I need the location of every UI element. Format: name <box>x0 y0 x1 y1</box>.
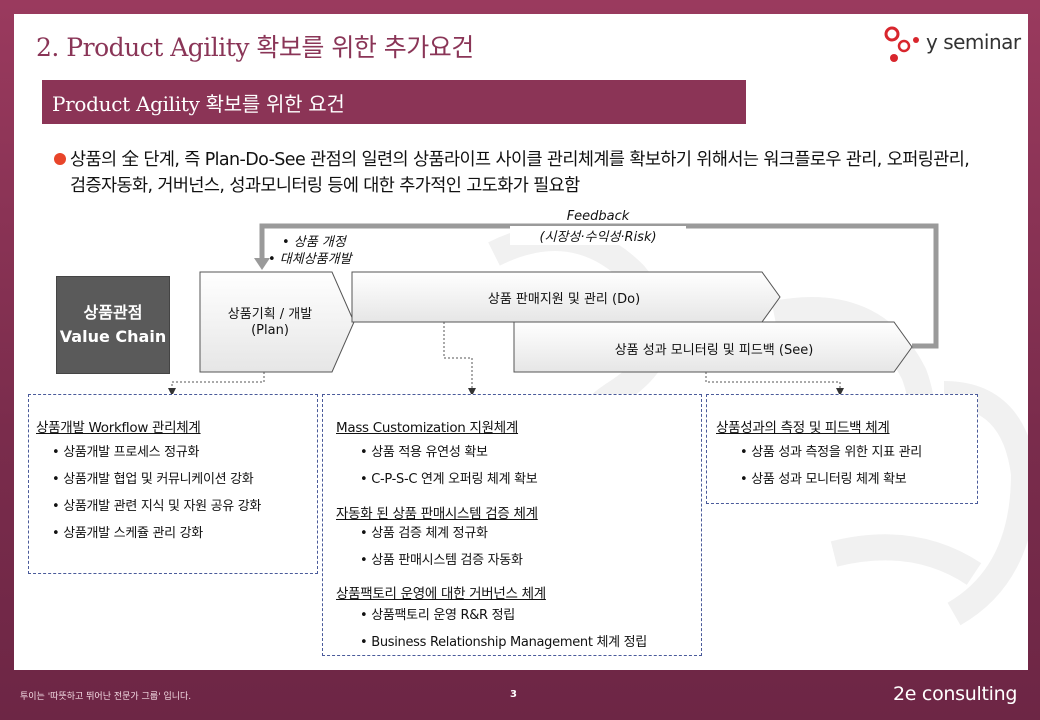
list-item: • 상품개발 스케쥴 관리 강화 <box>52 526 203 541</box>
red-circle-bullet-icon <box>54 153 66 165</box>
feedback-arrowhead <box>254 258 270 270</box>
intro-paragraph: 상품의 全 단계, 즉 Plan-Do-See 관점의 일련의 상품라이프 사이… <box>70 150 970 196</box>
see-panel-title: 상품성과의 측정 및 피드백 체계 <box>716 420 890 436</box>
list-item: • 상품 판매시스템 검증 자동화 <box>360 553 523 568</box>
page-number: 3 <box>510 689 517 700</box>
do-section-title: 자동화 된 상품 판매시스템 검증 체계 <box>336 506 538 522</box>
list-item: • 상품팩토리 운영 R&R 정립 <box>360 608 515 623</box>
do-panel <box>322 394 702 656</box>
footer-logo: 2e consulting <box>893 683 1018 705</box>
section-banner: Product Agility 확보를 위한 요건 <box>42 80 746 124</box>
list-item: • 상품 성과 모니터링 체계 확보 <box>740 472 907 487</box>
feedback-label: Feedback <box>566 209 630 224</box>
list-item: • 상품개발 프로세스 정규화 <box>52 445 200 460</box>
plan-panel-title: 상품개발 Workflow 관리체계 <box>36 420 201 436</box>
list-item: • C-P-S-C 연계 오퍼링 체계 확보 <box>360 472 538 487</box>
footer-tagline: 투이는 '따뜻하고 뛰어난 전문가 그룹' 입니다. <box>20 692 192 702</box>
see-label: 상품 성과 모니터링 및 피드백 (See) <box>614 343 814 358</box>
plan-label-2: (Plan) <box>251 323 289 338</box>
value-chain-line2: Value Chain <box>59 327 167 346</box>
loop-note-alternative: • 대체상품개발 <box>268 252 352 267</box>
plan-do-see-diagram <box>168 223 939 396</box>
see-connector <box>705 372 844 396</box>
list-item: • 상품개발 관련 지식 및 자원 공유 강화 <box>52 499 262 514</box>
list-item: • 상품개발 협업 및 커뮤니케이션 강화 <box>52 472 254 487</box>
loop-note-revision: • 상품 개정 <box>282 235 346 250</box>
slide: 2. Product Agility 확보를 위한 추가요건 y seminar… <box>14 14 1028 670</box>
see-panel <box>706 394 978 504</box>
do-section-title: Mass Customization 지원체계 <box>336 420 519 436</box>
page-title: 2. Product Agility 확보를 위한 추가요건 <box>36 33 474 62</box>
value-chain-box: 상품관점 Value Chain <box>56 276 170 374</box>
do-connector <box>443 322 476 396</box>
plan-panel <box>28 394 318 574</box>
do-chevron <box>351 271 781 323</box>
y-seminar-logo-icon <box>884 26 919 62</box>
list-item: • 상품 성과 측정을 위한 지표 관리 <box>740 445 922 460</box>
list-item: • 상품 적용 유연성 확보 <box>360 445 488 460</box>
do-label: 상품 판매지원 및 관리 (Do) <box>487 292 641 307</box>
feedback-sub-label: (시장성·수익성·Risk) <box>510 226 686 245</box>
value-chain-line1: 상품관점 <box>83 303 143 322</box>
logo-text: y seminar <box>926 30 1021 54</box>
feedback-loop-arrow <box>259 223 939 349</box>
see-chevron <box>513 321 913 373</box>
plan-connector <box>168 372 265 396</box>
plan-chevron <box>199 271 355 373</box>
plan-label-1: 상품기획 / 개발 <box>227 307 313 322</box>
do-section-title: 상품팩토리 운영에 대한 거버넌스 체계 <box>336 586 546 602</box>
list-item: • 상품 검증 체계 정규화 <box>360 526 488 541</box>
list-item: • Business Relationship Management 체계 정립 <box>360 635 647 650</box>
banner-text: Product Agility 확보를 위한 요건 <box>52 92 345 116</box>
